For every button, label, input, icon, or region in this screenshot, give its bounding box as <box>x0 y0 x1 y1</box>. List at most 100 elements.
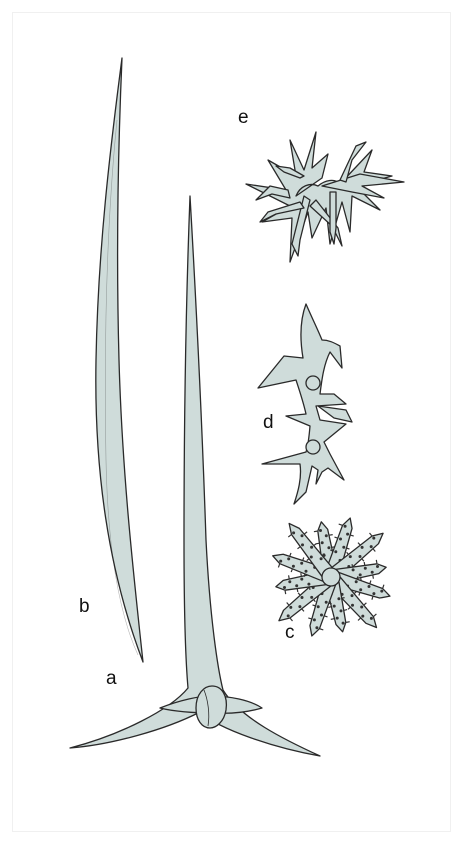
spine-dot <box>307 583 310 586</box>
spine <box>314 531 317 532</box>
spine-dot <box>301 596 304 599</box>
spine-dot <box>325 601 328 604</box>
spine-dot <box>287 614 290 617</box>
spine <box>308 618 311 619</box>
spine-dot <box>364 567 367 570</box>
spine-dot <box>370 545 373 548</box>
spicule-e-branched-aster <box>246 132 404 262</box>
spine <box>372 596 373 599</box>
spine-dot <box>279 560 282 563</box>
spine-dot <box>344 525 347 528</box>
spine-dot <box>327 546 330 549</box>
spine-dot <box>320 557 323 560</box>
spine-dot <box>361 615 364 618</box>
spine-dot <box>334 550 337 553</box>
spine <box>313 599 315 602</box>
spine-dot <box>283 586 286 589</box>
spine-dot <box>310 556 313 559</box>
spine <box>346 622 349 623</box>
spine <box>347 552 349 555</box>
spine <box>298 547 301 549</box>
spine-dot <box>325 534 328 537</box>
spine <box>304 532 307 534</box>
label-b: b <box>79 596 90 617</box>
spine-dot <box>321 541 324 544</box>
spine <box>374 614 377 616</box>
spine-dot <box>349 555 352 558</box>
spine <box>291 569 292 572</box>
spine-dot <box>361 546 364 549</box>
spine <box>370 581 371 584</box>
spine <box>348 607 351 609</box>
spine-dot <box>298 605 301 608</box>
spine <box>290 553 291 556</box>
spine <box>376 560 377 563</box>
spicule-b-oxea <box>96 58 143 662</box>
spine <box>364 562 365 566</box>
spine-dot <box>342 546 345 549</box>
spine-dot <box>340 609 343 612</box>
spine-dot <box>371 571 374 574</box>
spine-dot <box>337 597 340 600</box>
spine-dot <box>359 555 362 558</box>
spine-dot <box>372 537 375 540</box>
spine-dot <box>301 534 304 537</box>
spine-dot <box>310 546 313 549</box>
spine <box>301 573 302 576</box>
spine-dot <box>289 606 292 609</box>
spine-dot <box>355 580 358 583</box>
spine <box>370 533 372 536</box>
spine <box>309 586 310 590</box>
spine <box>329 535 333 536</box>
spine-dot <box>352 568 355 571</box>
spine <box>316 543 320 544</box>
spine <box>339 524 342 525</box>
spine-dot <box>300 562 303 565</box>
spine-dot <box>292 565 295 568</box>
spine-dot <box>287 557 290 560</box>
spine <box>302 609 304 612</box>
spine-dot <box>315 626 318 629</box>
spine-dot <box>319 529 322 532</box>
spine-dot <box>368 585 371 588</box>
spine-dot <box>310 596 313 599</box>
spine-dot <box>359 588 362 591</box>
spine <box>287 603 289 606</box>
spine <box>289 575 290 579</box>
spine-dot <box>372 592 375 595</box>
spine-dot <box>320 614 323 617</box>
spine <box>364 603 367 605</box>
spine-dot <box>292 531 295 534</box>
spine <box>298 593 300 596</box>
spine-dot <box>300 578 303 581</box>
spine-dot <box>333 605 336 608</box>
spine <box>344 610 347 611</box>
aster-center <box>322 568 340 586</box>
spine <box>328 607 331 608</box>
spine-dot <box>301 543 304 546</box>
spine-dot <box>342 622 345 625</box>
spine-dot <box>336 617 339 620</box>
label-a: a <box>106 668 117 689</box>
spine-dot <box>359 573 362 576</box>
spine-dot <box>380 590 383 593</box>
spine-dot <box>376 565 379 568</box>
spine <box>383 585 384 588</box>
label-e: e <box>238 107 249 128</box>
spine <box>352 564 353 568</box>
spine-dot <box>339 538 342 541</box>
spine <box>341 598 344 599</box>
spine <box>278 564 279 567</box>
spine <box>314 544 317 546</box>
spine-dot <box>351 594 354 597</box>
spine-dot <box>351 604 354 607</box>
spine <box>350 535 353 536</box>
spine <box>331 619 334 620</box>
spine-dot <box>360 606 363 609</box>
spine <box>324 616 327 617</box>
spine <box>297 589 298 593</box>
spine-dot <box>313 618 316 621</box>
spine <box>285 591 286 594</box>
spine <box>288 535 291 537</box>
